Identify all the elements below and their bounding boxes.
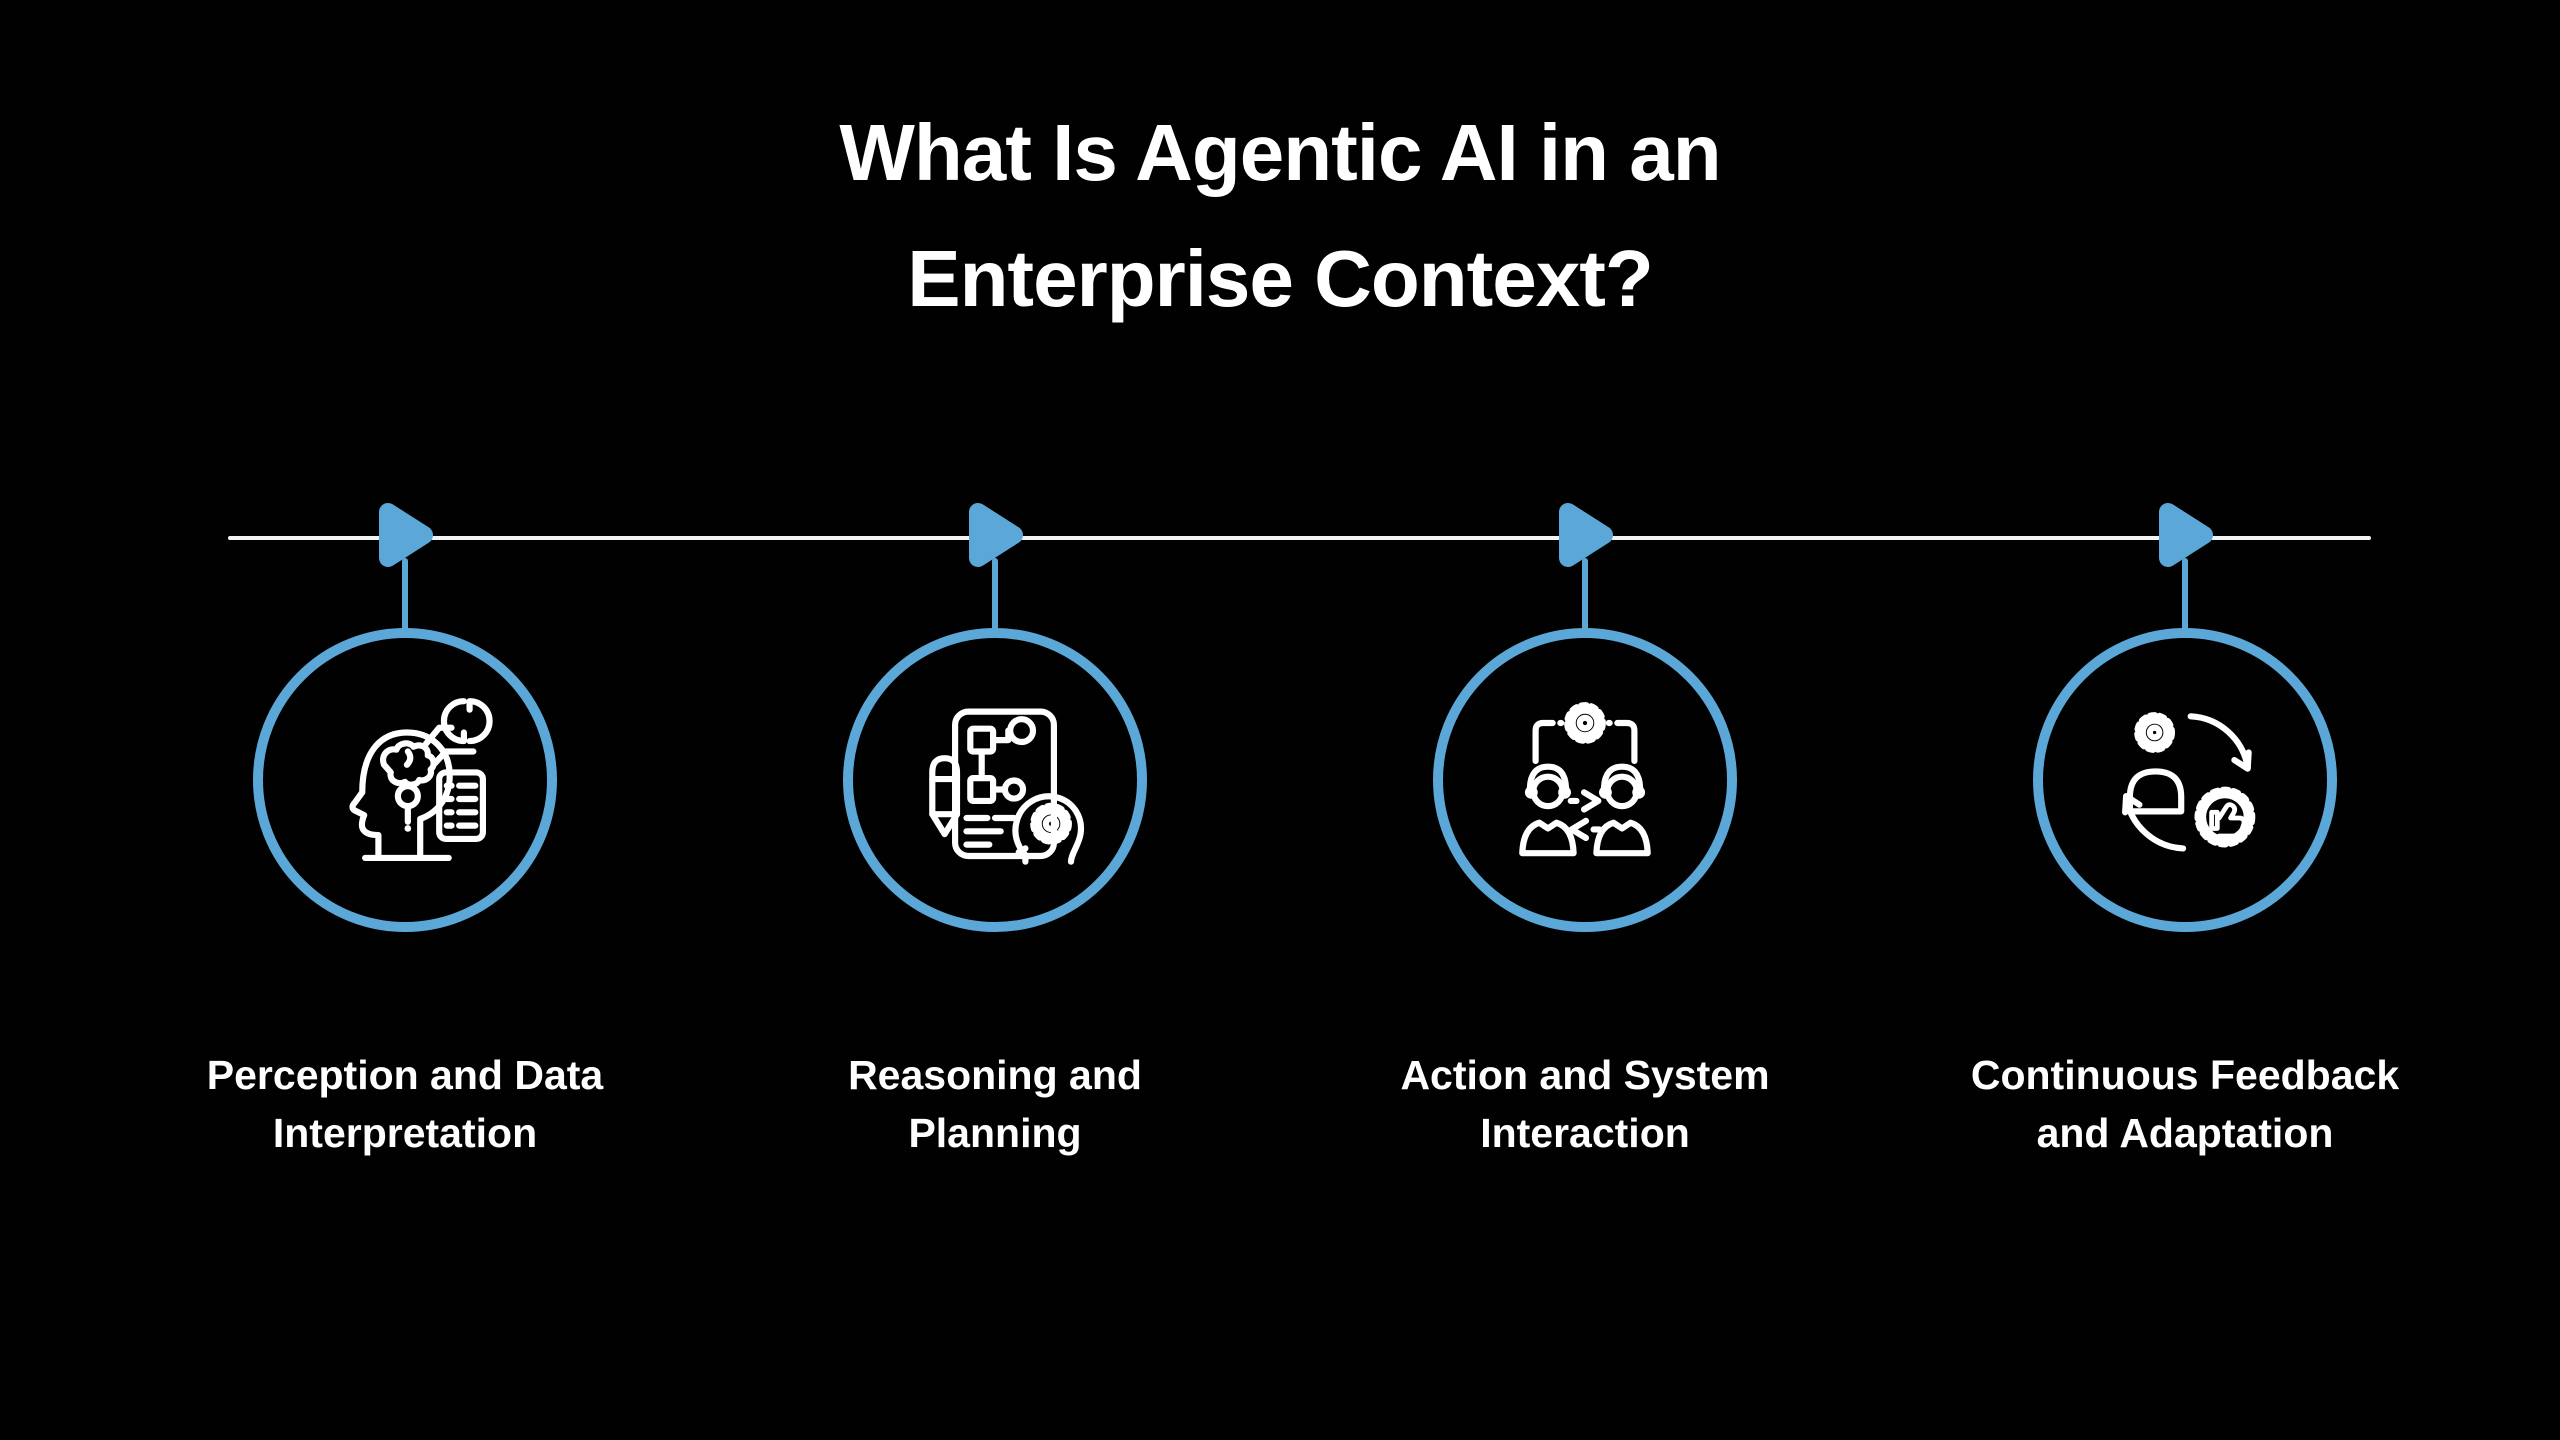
timeline-marker-icon [969,503,1023,567]
step-circle [843,628,1147,932]
timeline-step-action: Action and System Interaction [1295,0,1875,1440]
head-brain-data-perception-icon [349,698,493,861]
feedback-cycle-thumbs-up-icon [2122,712,2256,852]
step-label: Perception and Data Interpretation [115,1046,695,1162]
people-exchange-gear-icon [1519,702,1651,857]
plan-document-flowchart-icon [929,708,1085,865]
step-label-line2: Interpretation [272,1110,538,1156]
step-label: Continuous Feedback and Adaptation [1895,1046,2475,1162]
step-label: Action and System Interaction [1295,1046,1875,1162]
page-title-line1: What Is Agentic AI in an [839,108,1721,197]
step-label-line1: Continuous Feedback [1970,1052,2400,1098]
step-label-line2: Interaction [1480,1110,1690,1156]
step-label-line1: Perception and Data [206,1052,604,1098]
marker-stem [402,558,408,632]
step-label-line2: and Adaptation [2036,1110,2334,1156]
step-label-line2: Planning [908,1110,1082,1156]
step-label: Reasoning and Planning [705,1046,1285,1162]
timeline-step-reasoning: Reasoning and Planning [705,0,1285,1440]
timeline-line [228,536,2371,540]
marker-stem [1582,558,1588,632]
timeline-marker-icon [1559,503,1613,567]
timeline-marker-icon [379,503,433,567]
marker-stem [992,558,998,632]
timeline-step-perception: Perception and Data Interpretation [115,0,695,1440]
page-title-line2: Enterprise Context? [907,234,1654,323]
step-label-line1: Action and System [1400,1052,1770,1098]
marker-stem [2182,558,2188,632]
step-circle [253,628,557,932]
page-title: What Is Agentic AI in an Enterprise Cont… [0,90,2560,342]
step-circle [2033,628,2337,932]
timeline-step-feedback: Continuous Feedback and Adaptation [1895,0,2475,1440]
step-circle [1433,628,1737,932]
step-label-line1: Reasoning and [848,1052,1142,1098]
timeline-marker-icon [2159,503,2213,567]
